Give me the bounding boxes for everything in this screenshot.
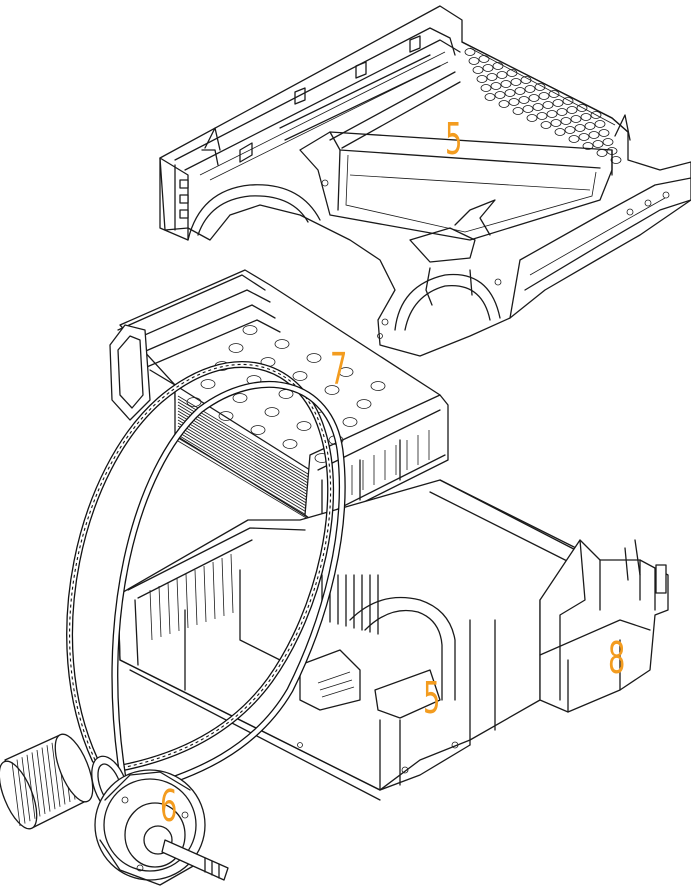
callout-filter-cartridge: 7: [330, 344, 348, 395]
drive-belt: [66, 361, 346, 794]
lower-housing: [117, 479, 601, 801]
upper-housing: [159, 5, 691, 357]
vent-hole-grid: [464, 48, 622, 164]
callout-blower-motor: 6: [160, 781, 178, 832]
callout-lower-housing: 5: [423, 673, 441, 724]
filter-pleats: [177, 395, 309, 520]
side-bracket: [539, 539, 669, 713]
callout-upper-housing: 5: [445, 114, 463, 165]
internal-ribs: [149, 553, 379, 641]
callout-side-bracket: 8: [608, 633, 626, 684]
blower-motor: [0, 733, 229, 886]
